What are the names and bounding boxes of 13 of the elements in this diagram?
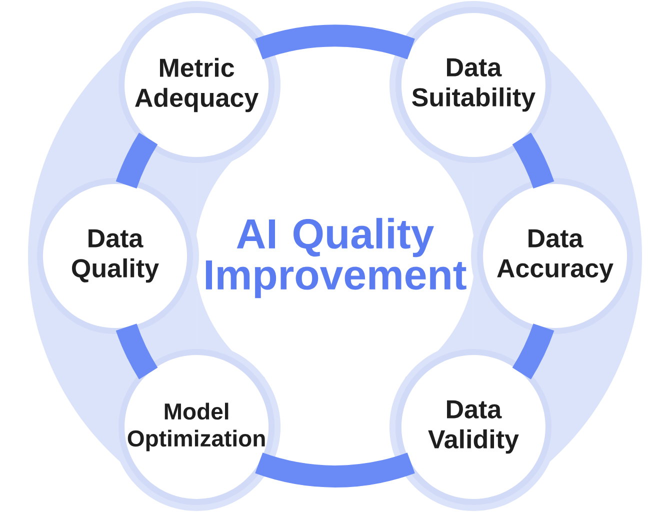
ring-arc [512,323,554,380]
node-label: Data Validity [428,400,519,454]
center-title: AI Quality Improvement [206,218,466,298]
ring-arc [116,323,158,380]
ring-arc [512,132,554,189]
node-label: Metric Adequacy [135,58,259,112]
ring-arc [255,452,415,488]
node-label: Data Quality [72,229,159,283]
node-label: Data Suitability [412,58,536,112]
ring-arc [116,132,158,189]
node-label: Data Accuracy [497,229,614,283]
ring-arc [255,24,415,60]
node-label: Model Optimization [128,402,265,452]
